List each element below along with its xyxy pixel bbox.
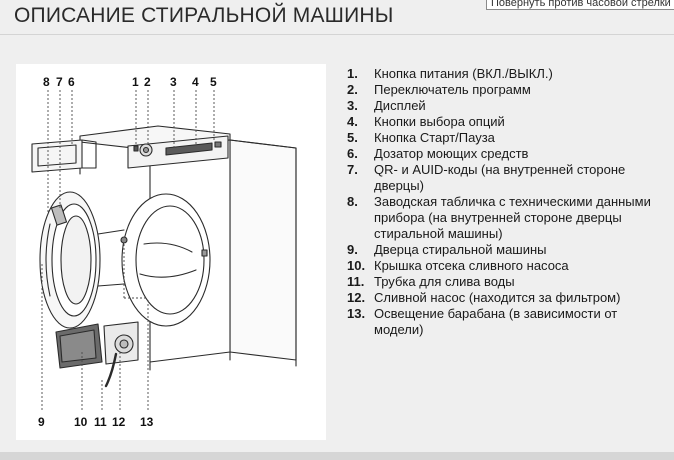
callout-7: 7 — [56, 75, 63, 89]
door-label-plate — [50, 204, 68, 226]
washing-machine-figure: 8 7 6 1 2 3 4 5 9 10 11 12 13 — [16, 64, 326, 440]
legend-text: Дозатор моющих средств — [374, 146, 529, 161]
callout-11: 11 — [94, 415, 107, 429]
legend-text: QR- и AUID-коды (на внутренней стороне д… — [374, 162, 626, 193]
callout-2: 2 — [144, 75, 151, 89]
drain-hose — [104, 352, 118, 388]
legend-item: 3. Дисплей — [347, 98, 665, 114]
display-panel — [165, 142, 213, 156]
legend-text: Дисплей — [374, 98, 426, 113]
legend-text: Кнопка Старт/Пауза — [374, 130, 495, 145]
callout-12: 12 — [112, 415, 126, 429]
power-button — [133, 145, 139, 152]
legend-item: 4. Кнопки выбора опций — [347, 114, 665, 130]
legend-number: 2. — [347, 82, 358, 97]
legend-number: 6. — [347, 146, 358, 161]
legend-number: 13. — [347, 306, 366, 321]
callout-4: 4 — [192, 75, 199, 89]
legend-item: 8. Заводская табличка с техническими данн… — [347, 194, 665, 242]
legend-number: 1. — [347, 66, 358, 81]
legend-number: 7. — [347, 162, 358, 177]
legend-text: Трубка для слива воды — [374, 274, 515, 289]
callout-13: 13 — [140, 415, 154, 429]
legend-number: 3. — [347, 98, 358, 113]
page-title: ОПИСАНИЕ СТИРАЛЬНОЙ МАШИНЫ — [14, 4, 394, 27]
parts-legend: 1. Кнопка питания (ВКЛ./ВЫКЛ.) 2. Переключ… — [347, 66, 665, 338]
legend-number: 11. — [347, 274, 365, 289]
legend-text: Освещение барабана (в зависимости от мод… — [374, 306, 618, 337]
legend-item: 9. Дверца стиральной машины — [347, 242, 665, 258]
legend-number: 4. — [347, 114, 358, 129]
legend-item: 12. Сливной насос (находится за фильтром) — [347, 290, 665, 306]
legend-text: Крышка отсека сливного насоса — [374, 258, 569, 273]
washing-machine-illustration: 8 7 6 1 2 3 4 5 9 10 11 12 13 — [31, 75, 297, 429]
title-divider — [0, 34, 674, 35]
legend-item: 5. Кнопка Старт/Пауза — [347, 130, 665, 146]
legend-item: 2. Переключатель программ — [347, 82, 665, 98]
legend-item: 11. Трубка для слива воды — [347, 274, 665, 290]
callout-9: 9 — [38, 415, 45, 429]
legend-item: 13. Освещение барабана (в зависимости от … — [347, 306, 665, 338]
drum-inner — [135, 205, 205, 315]
callout-1: 1 — [132, 75, 139, 89]
drum-light — [120, 236, 128, 244]
legend-number: 8. — [347, 194, 358, 209]
legend-number: 10. — [347, 258, 366, 273]
legend-number: 9. — [347, 242, 358, 257]
callout-3: 3 — [170, 75, 177, 89]
callout-8: 8 — [43, 75, 50, 89]
legend-item: 1. Кнопка питания (ВКЛ./ВЫКЛ.) — [347, 66, 665, 82]
legend-number: 5. — [347, 130, 358, 145]
legend-text: Заводская табличка с техническими данным… — [374, 194, 651, 241]
legend-item: 6. Дозатор моющих средств — [347, 146, 665, 162]
callout-5: 5 — [210, 75, 217, 89]
legend-item: 10. Крышка отсека сливного насоса — [347, 258, 665, 274]
legend-item: 7. QR- и AUID-коды (на внутренней стороне… — [347, 162, 665, 194]
bottom-band — [0, 452, 674, 460]
legend-number: 12. — [347, 290, 366, 305]
legend-text: Кнопки выбора опций — [374, 114, 505, 129]
legend-text: Переключатель программ — [374, 82, 531, 97]
legend-text: Кнопка питания (ВКЛ./ВЫКЛ.) — [374, 66, 553, 81]
legend-text: Сливной насос (находится за фильтром) — [374, 290, 621, 305]
cabinet-right-side — [229, 139, 297, 361]
tooltip: Повернуть против часовой стрелки — [486, 0, 674, 10]
legend-text: Дверца стиральной машины — [374, 242, 547, 257]
callout-6: 6 — [68, 75, 75, 89]
callout-10: 10 — [74, 415, 88, 429]
